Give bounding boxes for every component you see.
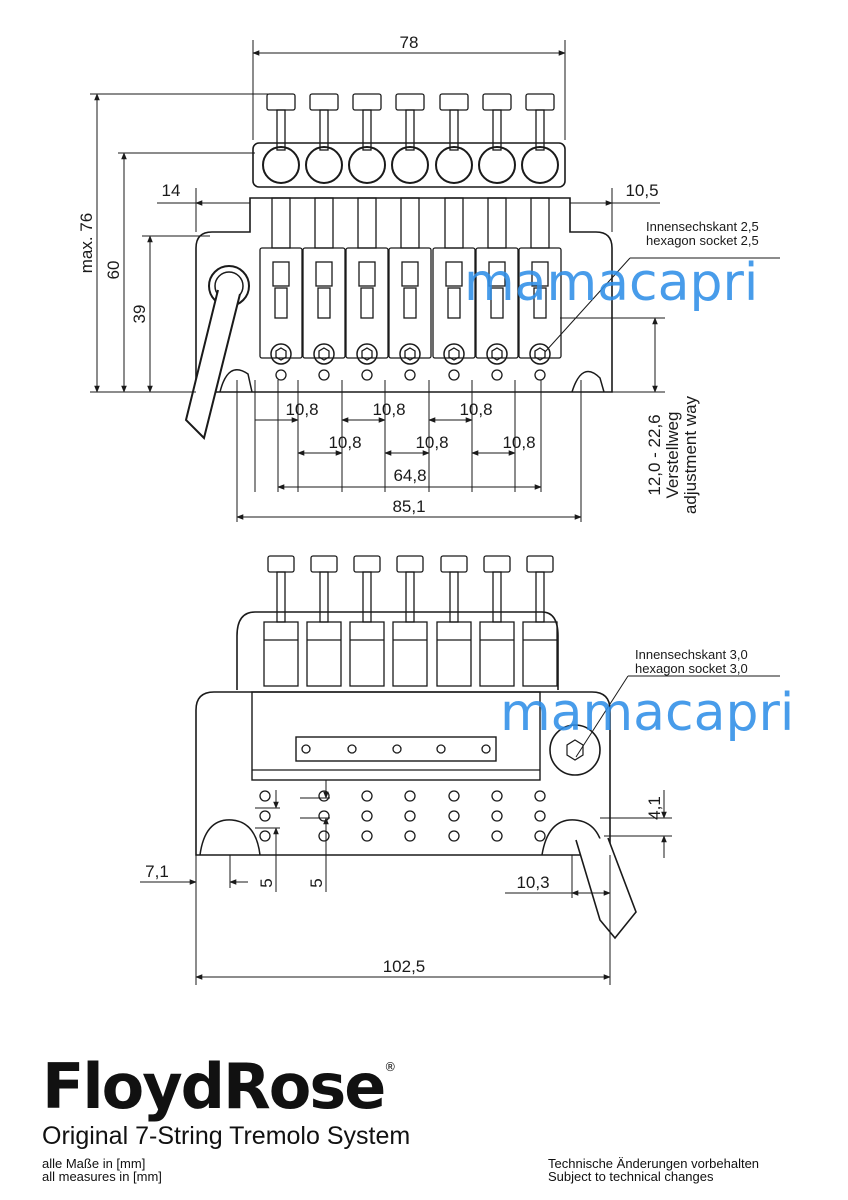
dim-span-64-8: 64,8	[393, 466, 426, 485]
top-dimensions	[90, 40, 780, 522]
fine-tuner-screws	[266, 93, 555, 151]
fine-tuner-knobs	[262, 146, 559, 184]
dim-width-78: 78	[400, 33, 419, 52]
top-view	[184, 93, 613, 440]
measures-note: alle Maße in [mm] all measures in [mm]	[42, 1157, 162, 1183]
hex-label-de-top: Innensechskant 2,5	[646, 219, 759, 234]
saddles	[259, 197, 562, 381]
changes-note: Technische Änderungen vorbehalten Subjec…	[548, 1157, 759, 1183]
bottom-view	[195, 555, 637, 940]
watermark-top: mamacapri	[464, 253, 758, 313]
spacing-4: 10,8	[415, 433, 448, 452]
bottom-dimensions	[140, 675, 780, 985]
dim-4-1: 4,1	[645, 796, 664, 820]
measures-de: alle Maße in [mm]	[42, 1156, 146, 1171]
hex-label-de-bottom: Innensechskant 3,0	[635, 647, 748, 662]
spacing-2: 10,8	[328, 433, 361, 452]
dim-right-10-5: 10,5	[625, 181, 658, 200]
brand-logo: FloydRose®	[42, 1050, 396, 1123]
changes-de: Technische Änderungen vorbehalten	[548, 1156, 760, 1171]
dim-height-39: 39	[130, 305, 149, 324]
hex-label-en-bottom: hexagon socket 3,0	[635, 661, 748, 676]
product-title: Original 7-String Tremolo System	[42, 1122, 411, 1150]
spacing-6: 10,8	[502, 433, 535, 452]
adjust-label-de: Verstellweg	[663, 412, 682, 499]
dim-5-b: 5	[307, 878, 326, 887]
adjust-label-en: adjustment way	[681, 395, 700, 514]
spacing-5: 10,8	[459, 400, 492, 419]
dim-5-a: 5	[257, 878, 276, 887]
bottom-fine-screws	[263, 555, 558, 687]
measures-en: all measures in [mm]	[42, 1169, 162, 1184]
dim-7-1: 7,1	[145, 862, 169, 881]
adjust-range: 12,0 - 22,6	[645, 414, 664, 495]
dim-span-85-1: 85,1	[392, 497, 425, 516]
spacing-3: 10,8	[372, 400, 405, 419]
hex-label-en-top: hexagon socket 2,5	[646, 233, 759, 248]
dim-max-76: max. 76	[77, 213, 96, 273]
spacing-1: 10,8	[285, 400, 318, 419]
mounting-holes	[259, 790, 546, 842]
dim-10-3: 10,3	[516, 873, 549, 892]
dim-height-60: 60	[104, 261, 123, 280]
dim-left-14: 14	[162, 181, 181, 200]
changes-en: Subject to technical changes	[548, 1169, 714, 1184]
watermark-bottom: mamacapri	[500, 683, 794, 743]
dim-102-5: 102,5	[383, 957, 426, 976]
